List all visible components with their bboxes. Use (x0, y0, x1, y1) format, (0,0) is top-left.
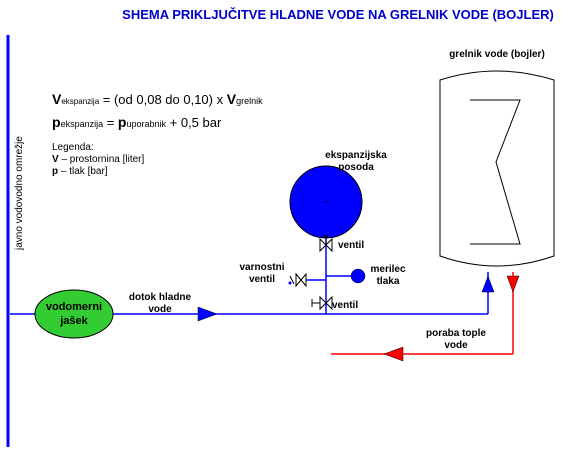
pressure-gauge (350, 268, 366, 284)
safety-valve-label-1: varnostni (239, 262, 284, 273)
safety-valve-symbol (288, 272, 307, 288)
pressure-gauge-label-2: tlaka (377, 276, 400, 287)
expansion-vessel-label-1: ekspanzijska (325, 150, 387, 161)
legend-item-volume: V – prostornina [liter] (52, 154, 144, 165)
hot-outflow-label-2: vode (444, 340, 468, 351)
hot-outflow-arrow-down (506, 275, 520, 293)
cold-inflow-label-2: vode (148, 304, 172, 315)
pressure-gauge-label-1: merilec (370, 264, 405, 275)
valve-top-label: ventil (338, 240, 364, 251)
valve-top-symbol (319, 235, 333, 253)
heater-label: grelnik vode (bojler) (449, 49, 545, 60)
cold-inflow-arrow-up (481, 275, 495, 293)
heating-coil (470, 99, 521, 245)
valve-bottom-label: ventil (332, 300, 358, 311)
safety-valve-label-2: ventil (249, 274, 275, 285)
water-heater-tank (439, 70, 555, 267)
expansion-vessel-label-2: posoda (338, 162, 374, 173)
formula-pressure: pekspanzija = puporabnik + 0,5 bar (52, 114, 222, 130)
hot-outflow-label-1: poraba tople (426, 328, 486, 339)
formula-volume: Vekspanzija = (od 0,08 do 0,10) x Vgreln… (52, 91, 263, 107)
meter-shaft-label-2: jašek (59, 315, 88, 327)
valve-bottom-symbol (311, 295, 333, 311)
expansion-vessel-center (325, 201, 327, 203)
diagram-title: SHEMA PRIKLJUČITVE HLADNE VODE NA GRELNI… (122, 7, 554, 22)
cold-inflow-label-1: dotok hladne (129, 292, 192, 303)
hot-flow-arrow (383, 346, 404, 362)
water-meter-shaft (34, 289, 114, 339)
legend-heading: Legenda: (52, 142, 94, 153)
public-network-label: javno vodovodno omrežje (14, 136, 25, 251)
legend-item-pressure: p – tlak [bar] (52, 166, 108, 177)
cold-flow-arrow (197, 306, 218, 322)
meter-shaft-label-1: vodomerni (46, 301, 102, 313)
legend: Legenda: V – prostornina [liter] p – tla… (52, 142, 144, 177)
